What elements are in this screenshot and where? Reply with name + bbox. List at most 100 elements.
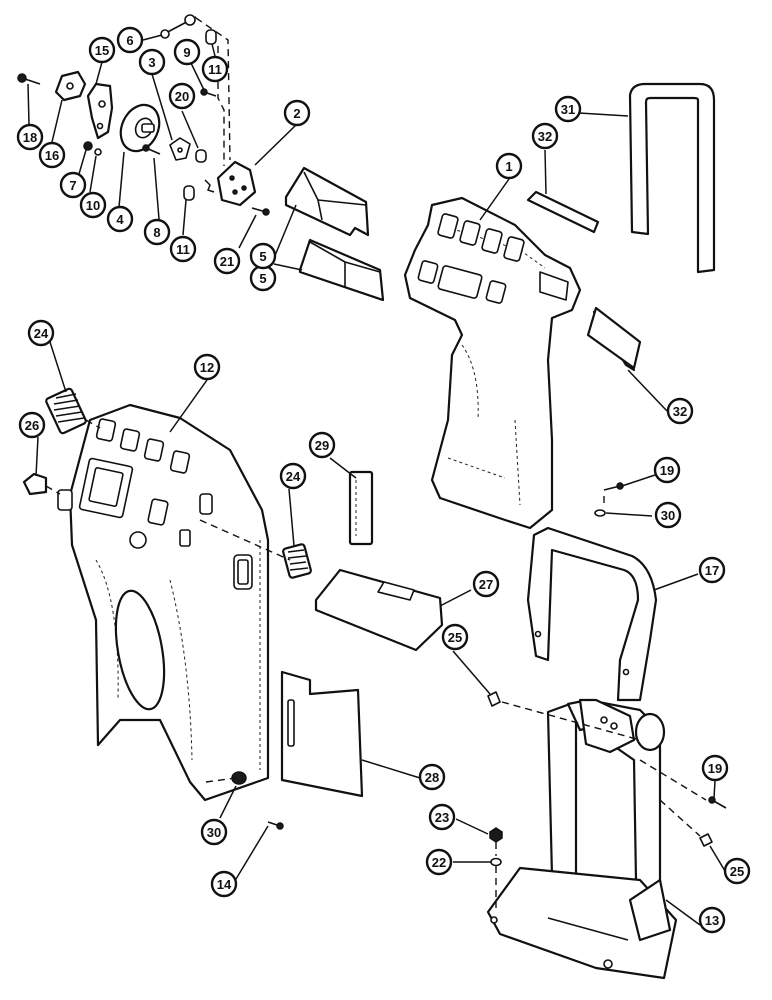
callout-2: 2: [283, 99, 311, 127]
callout-number: 10: [86, 198, 100, 213]
part-bracket-16: [54, 70, 87, 102]
callout-number: 21: [220, 254, 234, 269]
part-switch-plate: [204, 160, 257, 207]
part-bushing-11-top: [205, 29, 217, 45]
callout-number: 25: [448, 630, 462, 645]
part-frame-17: [526, 526, 658, 702]
part-connector-24-left: [45, 387, 87, 435]
callout-30: 30: [654, 501, 682, 529]
callout-17: 17: [698, 556, 726, 584]
callout-circle: [495, 152, 523, 180]
leader-lines: [27, 34, 726, 926]
part-strip-upper: [526, 190, 600, 234]
part-cover-upper: [284, 166, 370, 237]
part-panel-27: [314, 568, 444, 652]
callout-circle: [701, 754, 729, 782]
callout-circle: [116, 26, 144, 54]
part-nut-25-right: [699, 833, 713, 847]
callout-circle: [279, 462, 307, 490]
callout-30: 30: [200, 818, 228, 846]
callout-circle: [173, 38, 201, 66]
callout-number: 32: [538, 129, 552, 144]
callout-number: 29: [315, 438, 329, 453]
callout-28: 28: [418, 763, 446, 791]
callout-number: 15: [95, 43, 109, 58]
callout-number: 14: [217, 877, 232, 892]
callout-circle: [531, 122, 559, 150]
callout-16: 16: [38, 141, 66, 169]
callout-25: 25: [441, 623, 469, 651]
part-washer-30-right: [594, 509, 606, 517]
callout-number: 2: [293, 106, 300, 121]
callout-1: 1: [495, 152, 523, 180]
part-screw-21: [251, 207, 270, 216]
callout-number: 13: [705, 913, 719, 928]
callout-number: 5: [259, 271, 266, 286]
callout-8: 8: [143, 218, 171, 246]
callout-number: 5: [259, 249, 266, 264]
callout-number: 1: [505, 159, 512, 174]
callout-number: 8: [153, 225, 160, 240]
part-washer-10: [94, 148, 102, 156]
callout-circle: [698, 556, 726, 584]
callout-number: 20: [175, 89, 189, 104]
part-panel-28: [280, 670, 364, 798]
part-bolt-18: [17, 73, 41, 85]
callout-number: 26: [25, 418, 39, 433]
callout-24: 24: [27, 319, 55, 347]
callout-circle: [308, 431, 336, 459]
callout-circle: [106, 205, 134, 233]
callout-circle: [38, 141, 66, 169]
callout-circle: [723, 857, 751, 885]
callout-circle: [472, 570, 500, 598]
callout-circle: [666, 397, 694, 425]
callout-32: 32: [531, 122, 559, 150]
callout-9: 9: [173, 38, 201, 66]
callout-11: 11: [201, 55, 229, 83]
callout-number: 24: [34, 326, 49, 341]
callout-12: 12: [193, 353, 221, 381]
callout-circle: [16, 123, 44, 151]
callout-14: 14: [210, 870, 238, 898]
part-console-shroud: [403, 196, 582, 530]
callout-32: 32: [666, 397, 694, 425]
callout-19: 19: [653, 456, 681, 484]
callout-number: 17: [705, 563, 719, 578]
callout-number: 31: [561, 102, 575, 117]
part-strip-lower: [586, 306, 642, 372]
callout-circle: [138, 48, 166, 76]
callout-number: 27: [479, 577, 493, 592]
part-washer-22: [490, 857, 502, 867]
part-nut-23: [489, 827, 503, 843]
callout-number: 23: [435, 810, 449, 825]
callout-circle: [283, 99, 311, 127]
part-nut-25-left: [487, 691, 501, 707]
callout-number: 12: [200, 360, 214, 375]
part-screw-8: [142, 144, 161, 155]
callout-circle: [425, 848, 453, 876]
callout-circle: [79, 191, 107, 219]
callout-23: 23: [428, 803, 456, 831]
callout-circle: [200, 818, 228, 846]
part-bushing-11-bottom: [183, 185, 195, 201]
part-block-29: [348, 470, 374, 546]
callout-21: 21: [213, 247, 241, 275]
callout-circle: [428, 803, 456, 831]
callout-13: 13: [698, 906, 726, 934]
callout-3: 3: [138, 48, 166, 76]
dashed-guides-console: [45, 419, 291, 561]
part-screw-14: [267, 821, 284, 830]
callout-labels: 6111539218162071048211155313213224122629…: [16, 26, 751, 934]
callout-number: 16: [45, 148, 59, 163]
callout-24: 24: [279, 462, 307, 490]
part-cover-lower: [298, 238, 385, 302]
callout-circle: [193, 353, 221, 381]
part-u-bracket: [628, 82, 716, 274]
part-plug-20: [195, 149, 207, 163]
callout-7: 7: [59, 171, 87, 199]
part-screw-19-bottom: [708, 796, 727, 809]
callout-circle: [654, 501, 682, 529]
callout-number: 18: [23, 130, 37, 145]
part-disc-4: [119, 103, 161, 153]
